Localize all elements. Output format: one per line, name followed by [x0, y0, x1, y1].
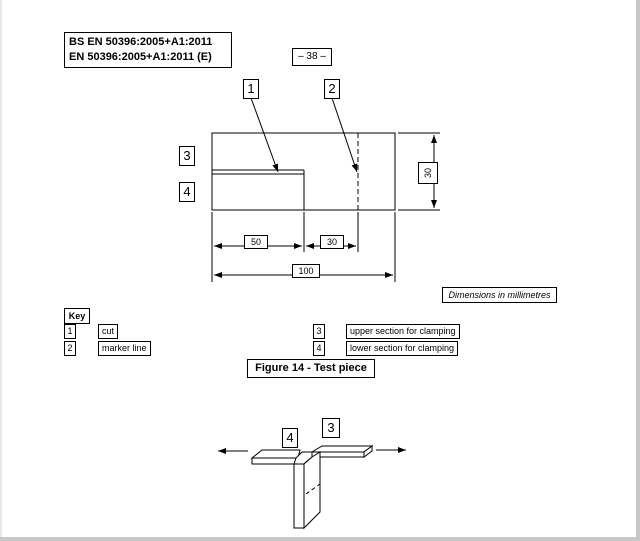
bottom-callout-4: 4 — [282, 428, 298, 448]
callout-4: 4 — [179, 182, 195, 202]
key-label-3: upper section for clamping — [346, 324, 460, 339]
key-label-2: marker line — [98, 341, 151, 356]
dimension-100: 100 — [292, 264, 320, 278]
key-label-4: lower section for clamping — [346, 341, 459, 356]
dimensions-note: Dimensions in millimetres — [442, 287, 557, 303]
dimension-30-width: 30 — [320, 235, 344, 249]
standard-line-1: BS EN 50396:2005+A1:2011 — [69, 36, 213, 48]
leader-2 — [331, 97, 358, 173]
test-piece-3d — [250, 445, 374, 530]
standard-reference-box: BS EN 50396:2005+A1:2011 EN 50396:2005+A… — [64, 32, 232, 68]
dimension-30-height: 30 — [418, 162, 438, 184]
callout-3: 3 — [179, 146, 195, 166]
callout-2: 2 — [324, 79, 340, 99]
page-left-edge — [0, 0, 2, 541]
dimension-50: 50 — [244, 235, 268, 249]
callout-1: 1 — [243, 79, 259, 99]
leader-1 — [250, 97, 279, 173]
page-number: – 38 – — [292, 48, 332, 66]
standard-line-2: EN 50396:2005+A1:2011 (E) — [69, 51, 212, 63]
bottom-callout-3: 3 — [322, 418, 340, 438]
key-number-2: 2 — [64, 341, 76, 356]
key-number-3: 3 — [313, 324, 325, 339]
key-number-4: 4 — [313, 341, 325, 356]
key-number-1: 1 — [64, 324, 76, 339]
dimension-30-height-text: 30 — [423, 168, 433, 179]
key-label-1: cut — [98, 324, 119, 339]
bottom-marker-line — [305, 483, 321, 495]
figure-caption: Figure 14 - Test piece — [247, 359, 375, 378]
key-heading: Key — [64, 308, 90, 324]
